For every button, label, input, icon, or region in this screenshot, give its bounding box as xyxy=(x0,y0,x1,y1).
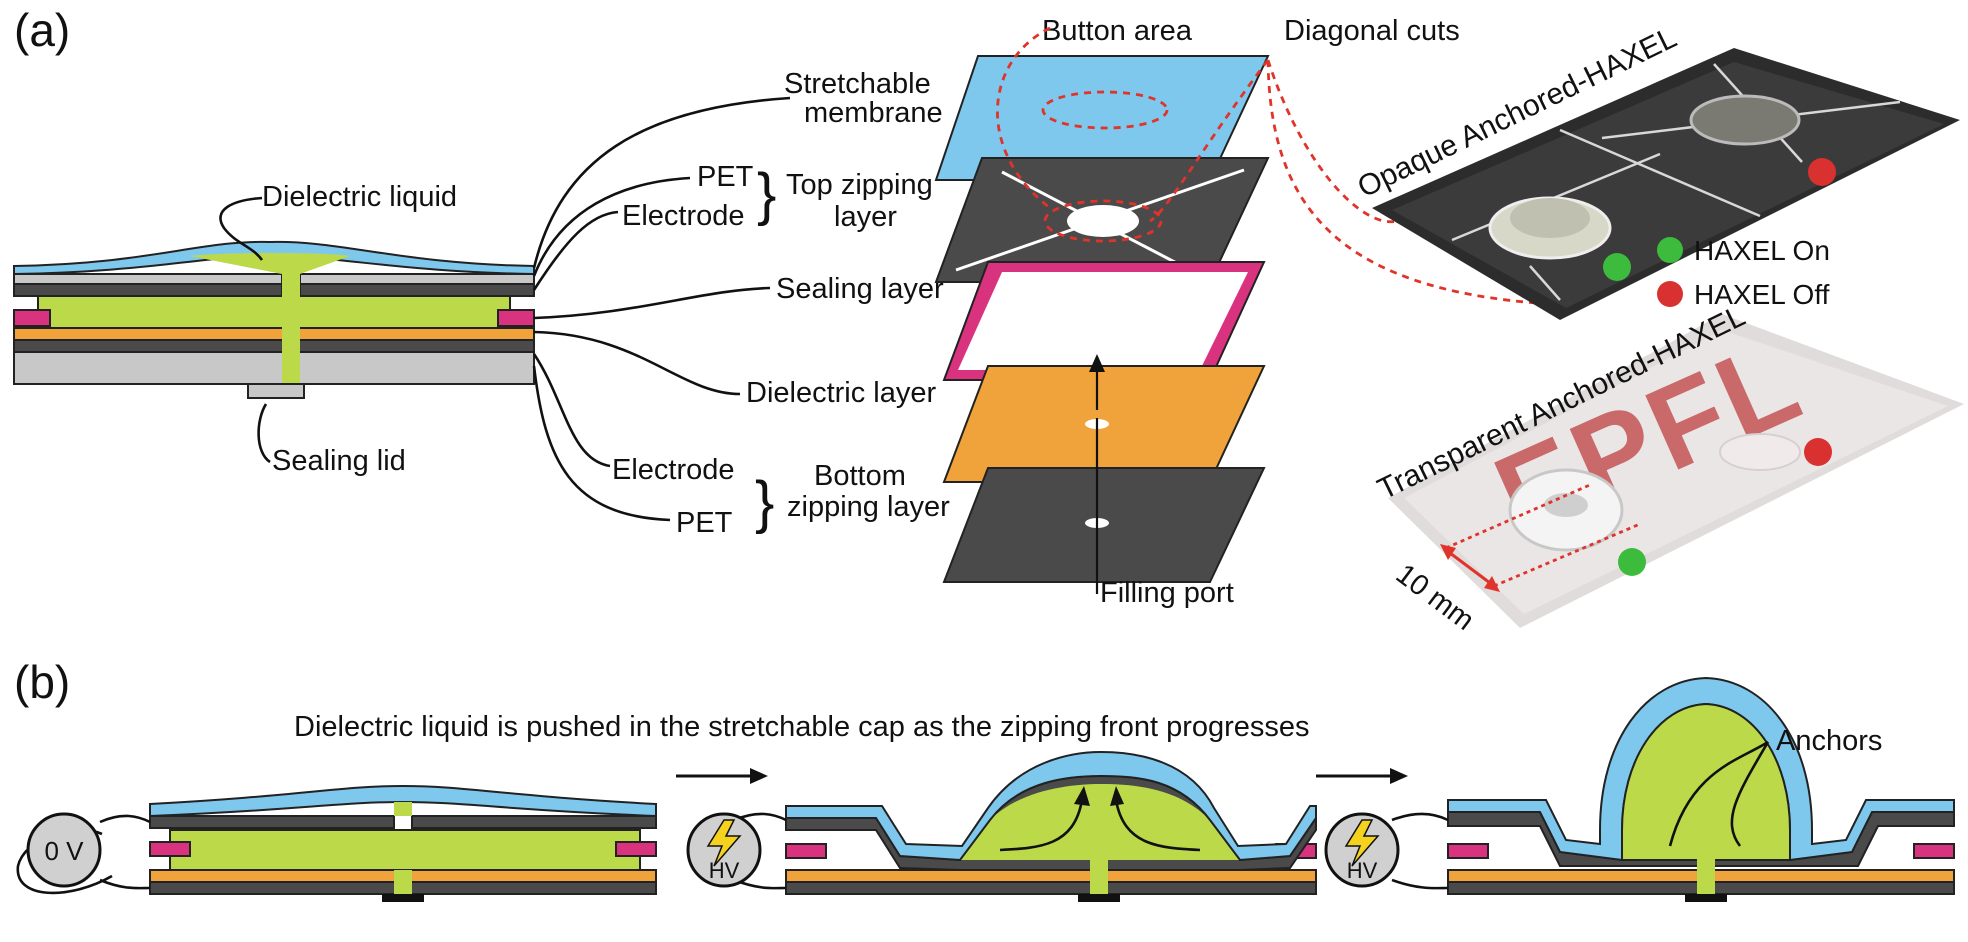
lightning-icon-2 xyxy=(1344,819,1380,867)
legend-off-dot xyxy=(1657,281,1683,307)
legend-off-label: HAXEL Off xyxy=(1694,279,1830,310)
legend-on-dot xyxy=(1657,237,1683,263)
opaque-haxel-photo xyxy=(1372,48,1960,320)
label-sealing-lid: Sealing lid xyxy=(272,445,406,477)
brace-top: } xyxy=(757,162,776,227)
source-hv-label-1: HV xyxy=(709,858,740,883)
stage-3-device xyxy=(1447,676,1955,902)
source-0v: 0 V xyxy=(16,812,151,895)
label-top-zipping-layer: layer xyxy=(834,201,897,233)
label-electrode-bottom: Electrode xyxy=(612,454,735,486)
panel-a-label: (a) xyxy=(14,4,70,56)
label-button-area: Button area xyxy=(1042,15,1193,47)
lightning-icon xyxy=(706,819,742,867)
label-filling-port: Filling port xyxy=(1100,577,1234,609)
source-hv-label-2: HV xyxy=(1347,858,1378,883)
label-membrane: membrane xyxy=(804,97,943,129)
arrow-right-icon-2 xyxy=(1316,768,1408,784)
label-electrode-top: Electrode xyxy=(622,200,745,232)
exploded-stack xyxy=(934,55,1270,594)
status-dot-off-2 xyxy=(1804,438,1832,466)
label-dielectric-layer: Dielectric layer xyxy=(746,377,936,409)
legend-on-label: HAXEL On xyxy=(1694,235,1830,266)
label-pet-top: PET xyxy=(697,161,754,193)
status-dot-on xyxy=(1603,253,1631,281)
button-area-outline xyxy=(1041,90,1169,130)
brace-bottom: } xyxy=(755,470,774,535)
label-anchors: Anchors xyxy=(1776,725,1882,757)
label-stretchable: Stretchable xyxy=(784,68,931,100)
stage-1-device xyxy=(149,784,657,902)
label-pet-bottom: PET xyxy=(676,507,733,539)
label-bottom-zipping-layer: zipping layer xyxy=(787,491,950,523)
panel-b-caption: Dielectric liquid is pushed in the stret… xyxy=(294,711,1310,743)
legend: HAXEL On HAXEL Off xyxy=(1657,235,1830,310)
cross-section-device xyxy=(13,240,535,399)
panel-b-label: (b) xyxy=(14,656,70,708)
source-hv-1: HV xyxy=(686,812,787,890)
leader-lines xyxy=(532,96,791,522)
label-top-zipping: Top zipping xyxy=(786,169,933,201)
label-sealing-layer: Sealing layer xyxy=(776,273,944,305)
label-diagonal-cuts: Diagonal cuts xyxy=(1284,15,1460,47)
status-dot-on-2 xyxy=(1618,548,1646,576)
source-hv-2: HV xyxy=(1324,812,1449,890)
stage-2-device xyxy=(785,750,1317,902)
callout-lines xyxy=(996,26,1551,306)
status-dot-off xyxy=(1808,158,1836,186)
label-dielectric-liquid: Dielectric liquid xyxy=(262,181,457,213)
source-0v-label: 0 V xyxy=(44,836,84,866)
arrow-right-icon xyxy=(676,768,768,784)
arrow-up-icon xyxy=(1089,354,1105,372)
label-bottom: Bottom xyxy=(814,460,906,492)
